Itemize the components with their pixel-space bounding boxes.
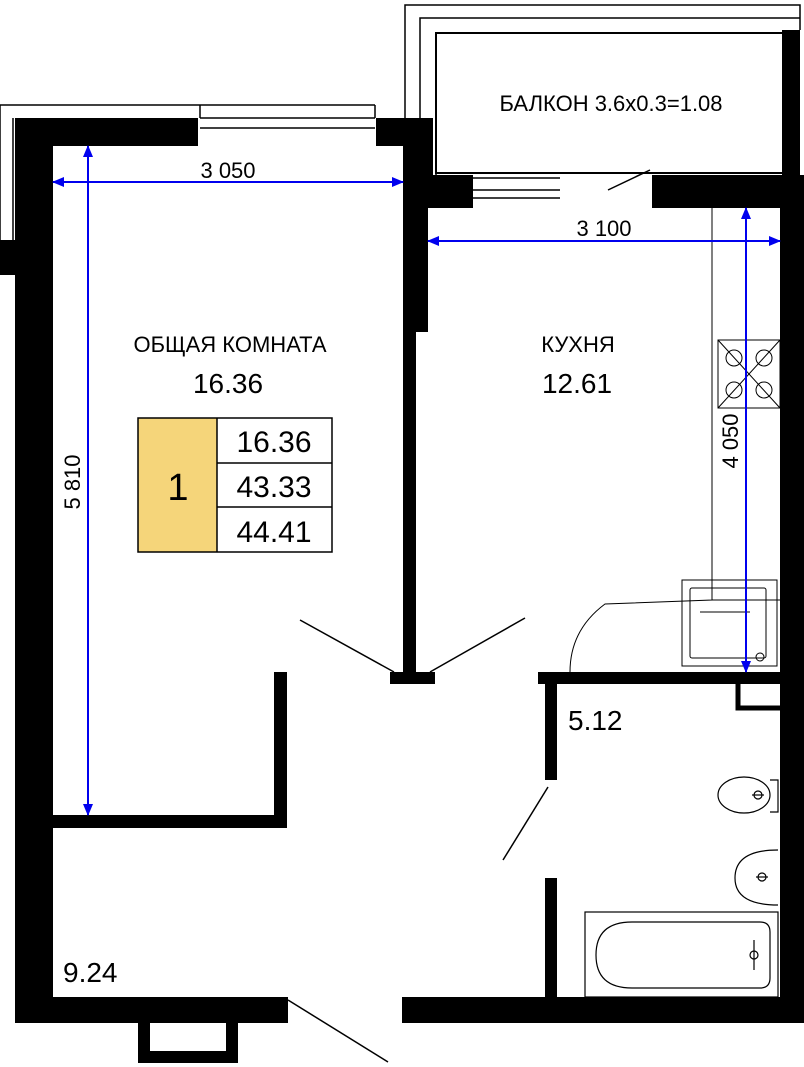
wall-bath-left-upper [545, 684, 557, 780]
walls [0, 30, 804, 1063]
wall-left-stub [0, 240, 15, 275]
bathtub-icon [584, 911, 779, 998]
door-kitchen [429, 617, 526, 673]
living-room-area: 16.36 [193, 368, 263, 399]
toilet-icon [717, 776, 779, 814]
wall-corner [403, 118, 433, 208]
dim-living-width: 3 050 [200, 158, 255, 183]
wall-partition-lower [403, 332, 416, 672]
door-living [299, 619, 395, 673]
niche-inner [150, 1023, 226, 1051]
balcony-label: БАЛКОН 3.6x0.3=1.08 [499, 91, 722, 116]
dimension-lines [52, 145, 781, 816]
summary-table: 1 16.36 43.33 44.41 [137, 417, 333, 553]
wall-living-right-stub [274, 672, 287, 827]
wall-right [780, 175, 804, 1023]
wall-bath-top [538, 672, 783, 684]
wall-bath-left-lower [545, 878, 557, 1023]
wall-balcony-left [433, 175, 473, 208]
summary-living-area: 16.36 [236, 426, 311, 459]
bathroom-area: 5.12 [568, 705, 623, 736]
kitchen-area: 12.61 [542, 368, 612, 399]
washbasin-icon [734, 849, 779, 906]
living-room-name: ОБЩАЯ КОМНАТА [133, 332, 326, 357]
summary-total-area: 43.33 [236, 471, 311, 504]
wall-bottom-left [15, 997, 288, 1023]
wall-living-bottom [53, 815, 287, 828]
hallway-area: 9.24 [63, 957, 118, 988]
rooms-count: 1 [167, 467, 188, 509]
rooms-count-badge [138, 418, 217, 552]
window-frame [0, 104, 560, 240]
dim-kitchen-length: 4 050 [718, 413, 743, 468]
door-bathroom [502, 786, 549, 861]
dim-living-length: 5 810 [60, 454, 85, 509]
stove-icon [717, 339, 781, 409]
door-entrance [287, 999, 389, 1063]
wall-top-kitchen [652, 175, 792, 208]
wall-partition-foot [390, 672, 435, 684]
wall-balcony-right [782, 30, 800, 175]
kitchen-name: КУХНЯ [541, 332, 615, 357]
vent-shaft [735, 684, 780, 711]
summary-total-with-balcony: 44.41 [236, 516, 311, 549]
wall-partition-upper [403, 208, 428, 332]
sink-icon [681, 579, 778, 667]
kitchen-counter [569, 208, 780, 673]
wall-bottom-right [402, 997, 804, 1023]
wall-left [15, 118, 53, 1023]
doors [287, 617, 549, 1063]
dim-kitchen-width: 3 100 [576, 216, 631, 241]
